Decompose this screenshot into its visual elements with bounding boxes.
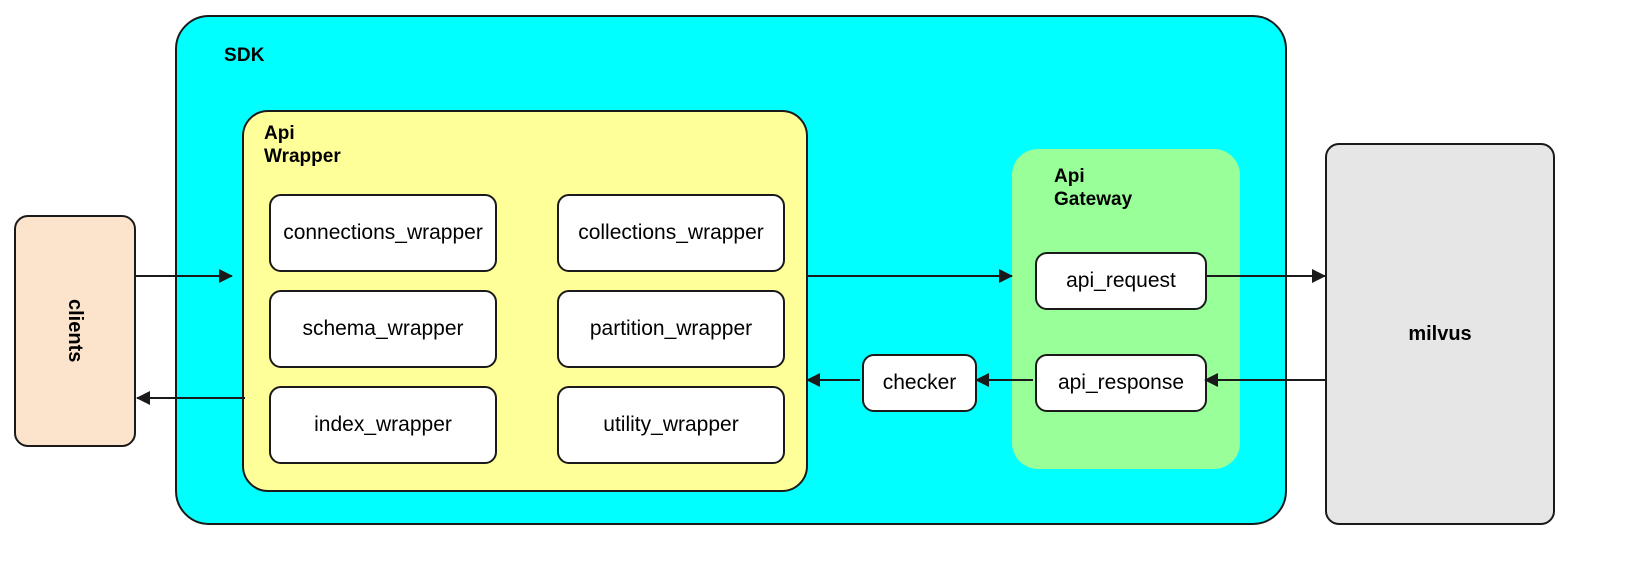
arrow-api-response-to-checker (975, 373, 1033, 387)
arrow-clients-to-api-wrapper (136, 269, 233, 283)
node-collections-wrapper[interactable]: collections_wrapper (557, 194, 785, 272)
arrow-milvus-to-api-response (1204, 373, 1325, 387)
node-partition-wrapper[interactable]: partition_wrapper (557, 290, 785, 368)
api-gateway-label-line2: Gateway (1054, 189, 1133, 211)
container-api-gateway-label: Api Gateway (1054, 165, 1132, 211)
node-clients[interactable]: clients (14, 215, 136, 447)
container-api-gateway: Api Gateway api_request api_response (1012, 149, 1240, 469)
container-api-wrapper-label: Api Wrapper (264, 122, 341, 168)
container-api-wrapper: Api Wrapper connections_wrapper collecti… (242, 110, 808, 492)
node-connections-wrapper[interactable]: connections_wrapper (269, 194, 497, 272)
node-utility-wrapper[interactable]: utility_wrapper (557, 386, 785, 464)
node-api-response[interactable]: api_response (1035, 354, 1207, 412)
api-gateway-label-line1: Api (1054, 166, 1085, 187)
arrow-checker-to-api-wrapper (806, 373, 860, 387)
arrow-api-wrapper-to-clients (136, 391, 245, 405)
node-milvus[interactable]: milvus (1325, 143, 1555, 525)
node-schema-wrapper[interactable]: schema_wrapper (269, 290, 497, 368)
arrow-api-request-to-milvus (1205, 269, 1326, 283)
api-wrapper-label-line2: Wrapper (264, 146, 341, 168)
node-clients-label: clients (64, 299, 87, 363)
node-checker[interactable]: checker (862, 354, 977, 412)
node-index-wrapper[interactable]: index_wrapper (269, 386, 497, 464)
arrow-api-wrapper-to-api-gateway (806, 269, 1013, 283)
container-sdk: SDK Api Wrapper connections_wrapper coll… (175, 15, 1287, 525)
container-sdk-label: SDK (224, 45, 265, 66)
node-api-request[interactable]: api_request (1035, 252, 1207, 310)
api-wrapper-label-line1: Api (264, 123, 295, 144)
